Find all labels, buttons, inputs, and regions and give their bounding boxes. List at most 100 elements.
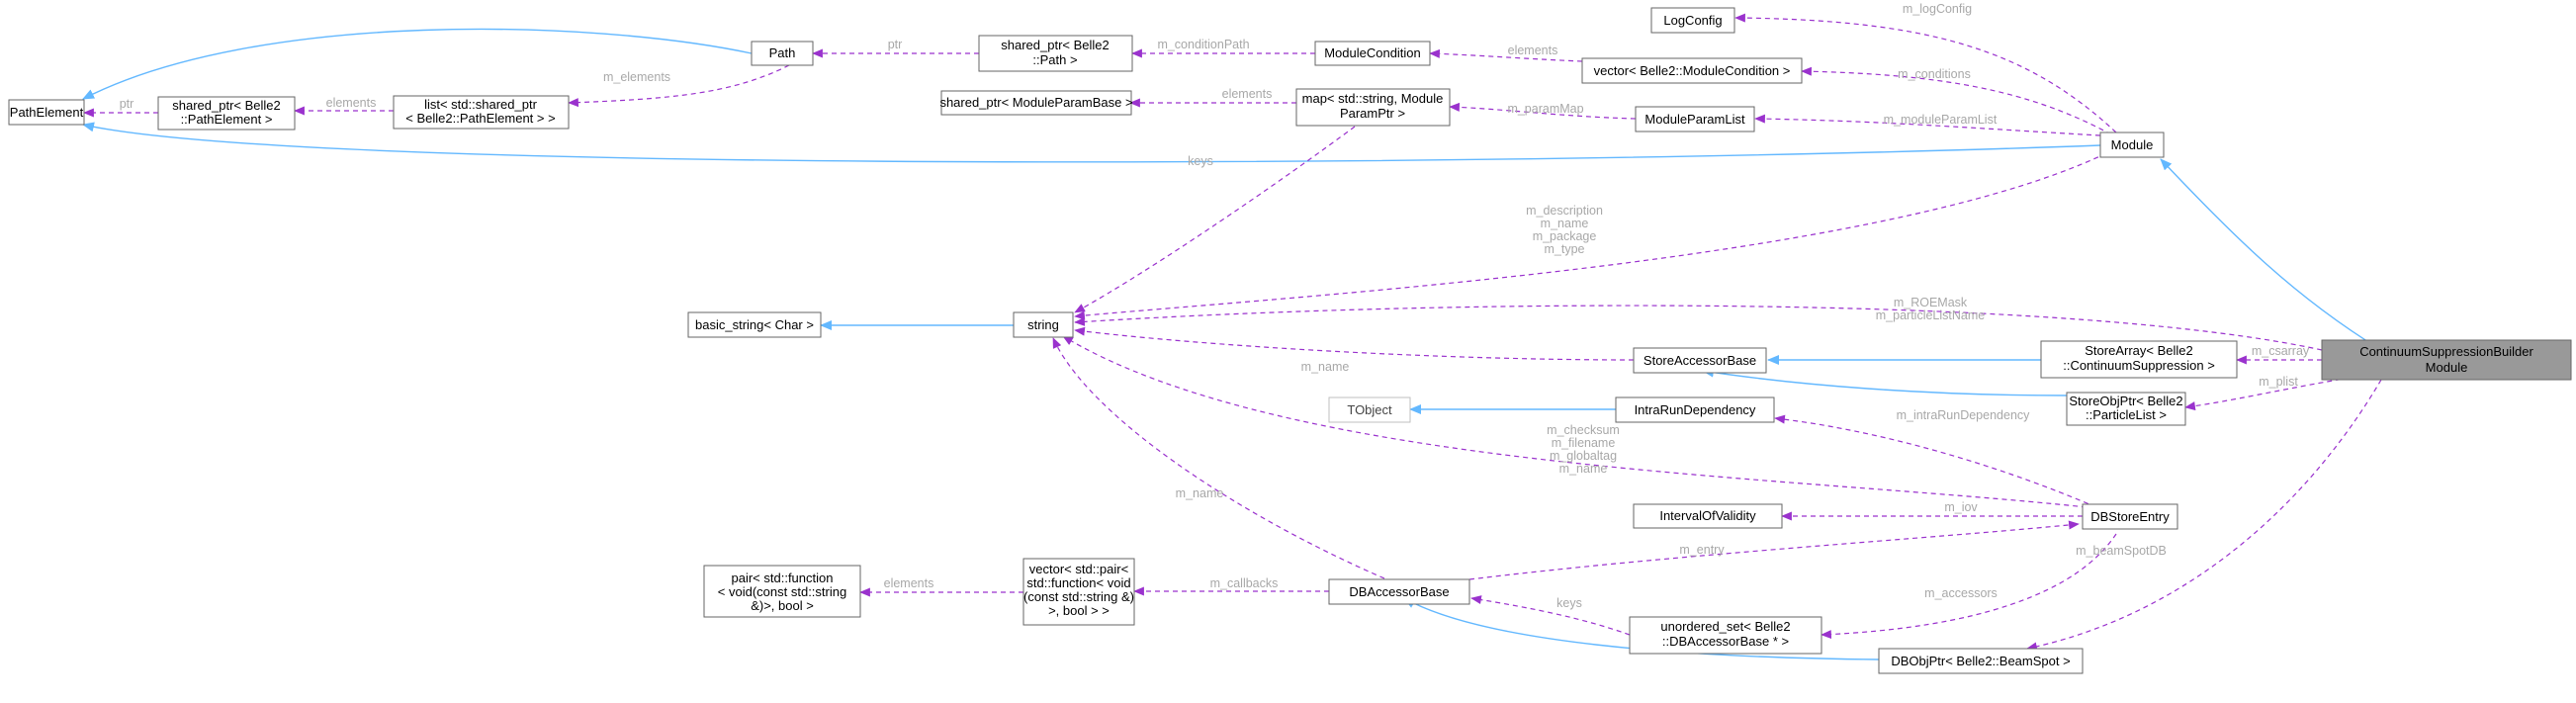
node-db-obj-ptr[interactable]: DBObjPtr< Belle2::BeamSpot > xyxy=(1878,648,2084,674)
node-store-array-line2: ::ContinuumSuppression > xyxy=(2063,358,2215,373)
edge-label-m-description: m_description xyxy=(1526,204,1603,218)
node-map-string-param[interactable]: map< std::string, Module ParamPtr > xyxy=(1295,88,1451,127)
edge-label-m-package: m_package xyxy=(1533,229,1597,243)
edge-dbobjptr-focus xyxy=(2026,379,2382,652)
edge-label-m-plist: m_plist xyxy=(2259,375,2298,389)
node-path-element-label: PathElement xyxy=(10,105,84,120)
edge-label-m-globaltag: m_globaltag xyxy=(1550,449,1617,463)
edge-label-m-checksum: m_checksum xyxy=(1547,423,1620,437)
node-vector-pair-line4: >, bool > > xyxy=(1048,603,1110,618)
node-map-string-param-line1: map< std::string, Module xyxy=(1302,91,1444,106)
edge-string-focus xyxy=(1074,305,2323,351)
edge-label-m-csarray: m_csarray xyxy=(2252,344,2310,358)
node-module-param-list[interactable]: ModuleParamList xyxy=(1635,106,1755,132)
edge-logconfig-module xyxy=(1734,13,2117,133)
node-shared-ptr-pathelement[interactable]: shared_ptr< Belle2 ::PathElement > xyxy=(157,96,296,131)
edge-focus-to-module xyxy=(2160,158,2382,351)
node-store-accessor-base[interactable]: StoreAccessorBase xyxy=(1633,347,1767,374)
node-intra-run-dependency[interactable]: IntraRunDependency xyxy=(1615,396,1775,423)
node-basic-string[interactable]: basic_string< Char > xyxy=(687,311,822,338)
edge-label-elements-param: elements xyxy=(1222,87,1273,101)
node-path[interactable]: Path xyxy=(751,41,814,66)
edge-label-m-moduleparamlist: m_moduleParamList xyxy=(1884,113,1998,127)
edge-vector-module xyxy=(1801,66,2112,135)
node-vector-pair-line3: (const std::string &) xyxy=(1023,589,1134,604)
nodes: PathElement shared_ptr< Belle2 ::PathEle… xyxy=(8,7,2572,674)
node-module[interactable]: Module xyxy=(2099,132,2165,158)
node-shared-ptr-path[interactable]: shared_ptr< Belle2 ::Path > xyxy=(978,35,1133,72)
node-store-array-line1: StoreArray< Belle2 xyxy=(2085,343,2192,358)
node-intra-run-dependency-label: IntraRunDependency xyxy=(1635,402,1756,417)
node-store-obj-ptr-line2: ::ParticleList > xyxy=(2086,407,2167,422)
node-store-array[interactable]: StoreArray< Belle2 ::ContinuumSuppressio… xyxy=(2040,340,2238,379)
node-string-label: string xyxy=(1027,317,1059,332)
node-string[interactable]: string xyxy=(1013,311,1074,338)
node-module-condition-label: ModuleCondition xyxy=(1324,45,1421,60)
edge-label-elements-vector: elements xyxy=(1508,44,1558,57)
node-log-config[interactable]: LogConfig xyxy=(1650,7,1735,34)
node-list-shared-ptr-line1: list< std::shared_ptr xyxy=(424,97,537,112)
node-continuum-suppression-builder-module[interactable]: ContinuumSuppressionBuilder Module xyxy=(2321,339,2572,381)
node-module-condition[interactable]: ModuleCondition xyxy=(1314,41,1431,66)
node-db-obj-ptr-label: DBObjPtr< Belle2::BeamSpot > xyxy=(1891,654,2070,668)
node-vector-module-condition[interactable]: vector< Belle2::ModuleCondition > xyxy=(1581,57,1803,84)
node-shared-ptr-path-line2: ::Path > xyxy=(1032,52,1077,67)
node-shared-ptr-path-line1: shared_ptr< Belle2 xyxy=(1001,38,1110,52)
edge-string-map xyxy=(1074,126,1356,313)
node-unordered-set-line2: ::DBAccessorBase * > xyxy=(1662,634,1789,649)
edge-string-dbaccessor xyxy=(1052,337,1385,579)
node-unordered-set[interactable]: unordered_set< Belle2 ::DBAccessorBase *… xyxy=(1629,616,1822,655)
node-log-config-label: LogConfig xyxy=(1663,13,1722,28)
edge-label-keys-map: keys xyxy=(1188,154,1213,168)
node-pair-function-line1: pair< std::function xyxy=(732,571,834,585)
edge-label-m-iov: m_iov xyxy=(1944,500,1978,514)
edge-label-m-parammap: m_paramMap xyxy=(1507,102,1583,116)
node-store-obj-ptr-line1: StoreObjPtr< Belle2 xyxy=(2069,394,2182,408)
edge-path-list xyxy=(568,64,790,108)
edge-label-ptr-pathelement: ptr xyxy=(120,97,134,111)
node-db-accessor-base[interactable]: DBAccessorBase xyxy=(1328,578,1470,605)
edge-dbstoreentry-dbaccessor xyxy=(1468,520,2080,580)
node-tobject-label: TObject xyxy=(1347,402,1392,417)
node-pair-function[interactable]: pair< std::function < void(const std::st… xyxy=(703,565,861,618)
edge-label-m-name-db: m_name xyxy=(1176,486,1224,500)
edge-label-m-entry: m_entry xyxy=(1679,543,1725,557)
edges xyxy=(82,13,2382,660)
node-unordered-set-line1: unordered_set< Belle2 xyxy=(1660,619,1790,634)
edge-path-to-pathelement xyxy=(82,28,753,100)
node-tobject[interactable]: TObject xyxy=(1328,396,1411,423)
edge-vector-condition xyxy=(1429,48,1583,62)
edge-label-m-conditions: m_conditions xyxy=(1898,67,1971,81)
edge-storeobjptr-focus xyxy=(2184,377,2351,411)
node-shared-ptr-pathelement-line1: shared_ptr< Belle2 xyxy=(172,98,281,113)
edge-label-m-conditionpath: m_conditionPath xyxy=(1157,38,1249,51)
node-shared-ptr-module-param-base[interactable]: shared_ptr< ModuleParamBase > xyxy=(939,90,1133,116)
node-store-obj-ptr[interactable]: StoreObjPtr< Belle2 ::ParticleList > xyxy=(2066,392,2186,426)
edge-label-m-type: m_type xyxy=(1545,242,1585,256)
edge-label-m-intrarundependency: m_intraRunDependency xyxy=(1897,408,2031,422)
edge-module-to-pathelement xyxy=(82,122,2101,163)
edge-label-m-name-entry: m_name xyxy=(1559,462,1608,476)
node-vector-module-condition-label: vector< Belle2::ModuleCondition > xyxy=(1594,63,1791,78)
edge-label-m-name-module: m_name xyxy=(1541,217,1589,230)
node-module-label: Module xyxy=(2111,137,2154,152)
edge-label-m-beamspotdb: m_beamSpotDB xyxy=(2076,544,2167,558)
node-pair-function-line2: < void(const std::string xyxy=(718,584,846,599)
node-db-store-entry-label: DBStoreEntry xyxy=(2090,509,2170,524)
node-focus-line1: ContinuumSuppressionBuilder xyxy=(2359,344,2533,359)
node-list-shared-ptr[interactable]: list< std::shared_ptr < Belle2::PathElem… xyxy=(393,95,570,130)
node-interval-of-validity[interactable]: IntervalOfValidity xyxy=(1633,503,1783,529)
node-path-element[interactable]: PathElement xyxy=(8,99,85,126)
node-list-shared-ptr-line2: < Belle2::PathElement > > xyxy=(405,111,555,126)
node-vector-pair[interactable]: vector< std::pair< std::function< void (… xyxy=(1022,558,1135,626)
node-db-accessor-base-label: DBAccessorBase xyxy=(1349,584,1449,599)
node-shared-ptr-pathelement-line2: ::PathElement > xyxy=(181,112,273,127)
node-vector-pair-line1: vector< std::pair< xyxy=(1029,562,1128,576)
edge-paramlist-module xyxy=(1754,114,2101,136)
edge-label-m-callbacks: m_callbacks xyxy=(1210,576,1279,590)
node-db-store-entry[interactable]: DBStoreEntry xyxy=(2082,503,2178,530)
edge-storeobjptr-to-storeaccessor xyxy=(1702,367,2068,396)
edge-label-elements-list: elements xyxy=(326,96,377,110)
edge-label-m-filename: m_filename xyxy=(1552,436,1616,450)
